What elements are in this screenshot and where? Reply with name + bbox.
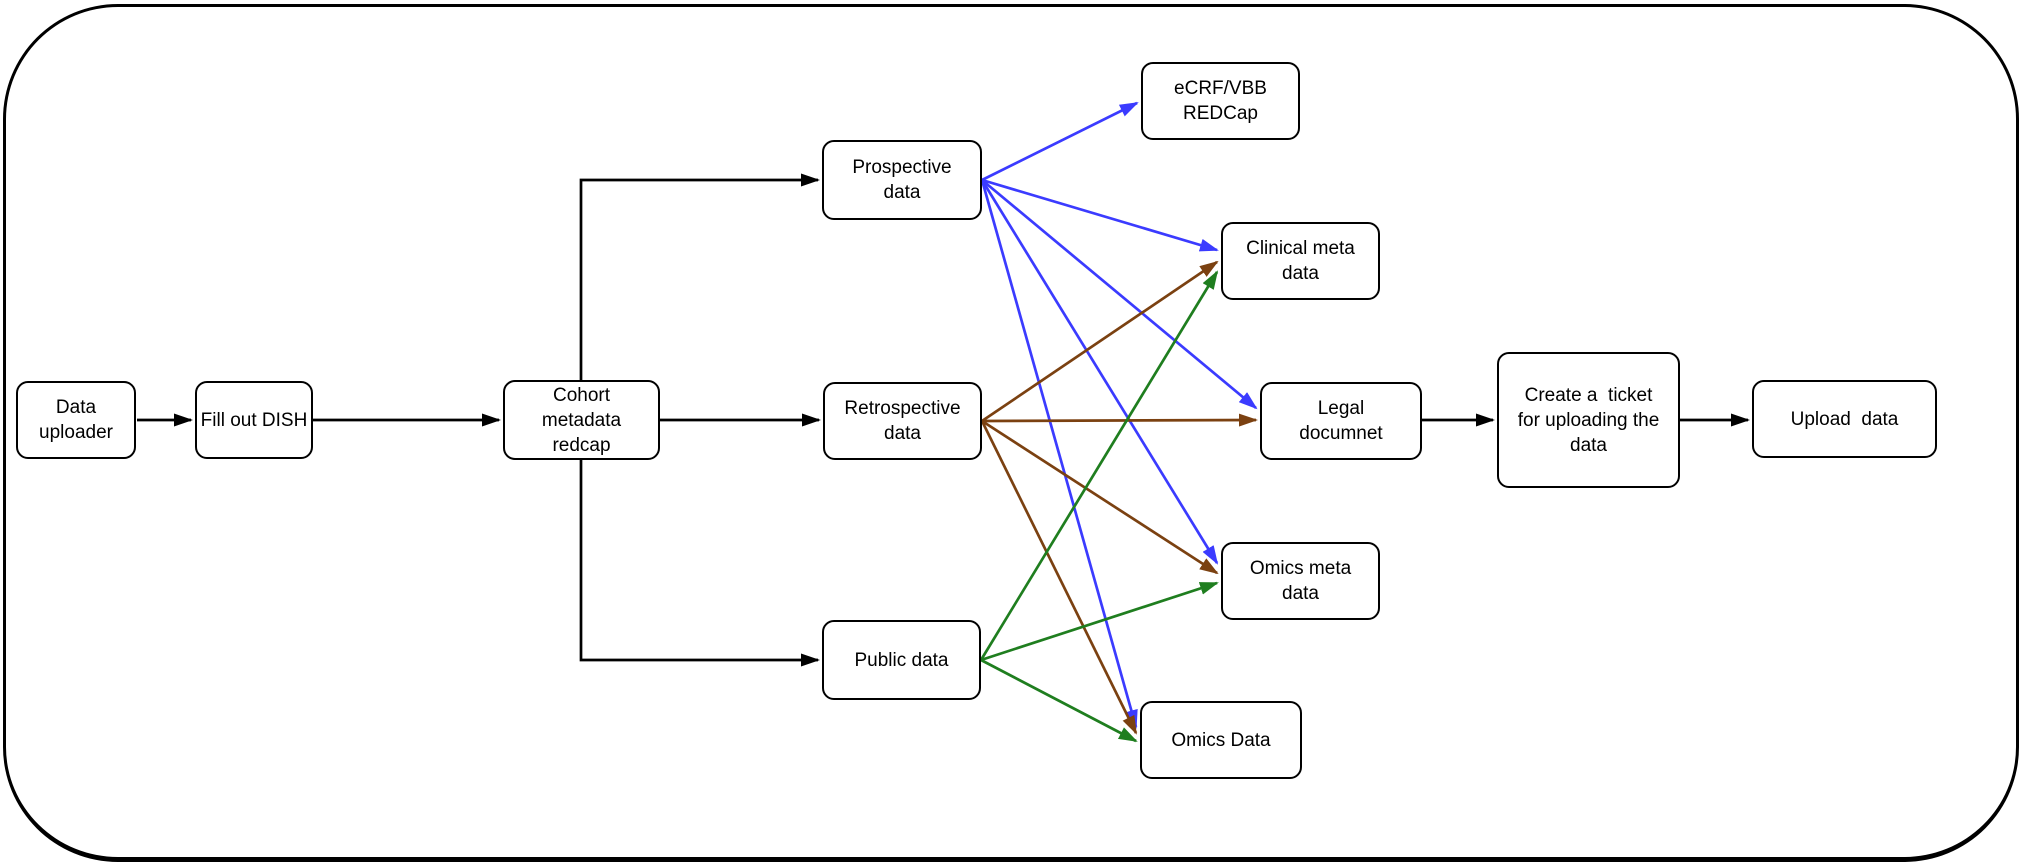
node-create-ticket[interactable]: Create a ticket for uploading the data [1497, 352, 1680, 488]
node-clinical-meta-data[interactable]: Clinical meta data [1221, 222, 1380, 300]
node-label: eCRF/VBB REDCap [1174, 78, 1267, 124]
node-label: Clinical meta data [1246, 238, 1355, 284]
edge-prospective-data-to-omics-meta-data [980, 179, 1219, 565]
node-omics-data[interactable]: Omics Data [1140, 701, 1302, 779]
node-label: Fill out DISH [200, 409, 308, 431]
node-label: Data uploader [39, 397, 113, 443]
node-label: Cohort metadata redcap [541, 384, 622, 456]
node-upload-data[interactable]: Upload data [1752, 380, 1937, 458]
node-label: Legal documnet [1299, 398, 1383, 444]
node-prospective-data[interactable]: Prospective data [822, 140, 982, 220]
node-cohort-metadata-redcap[interactable]: Cohort metadata redcap [503, 380, 660, 460]
node-label: Omics Data [1171, 729, 1271, 751]
edge-public-data-to-omics-meta-data [980, 581, 1219, 662]
edge-retrospective-data-to-omics-meta-data [981, 419, 1219, 575]
node-legal-documnet[interactable]: Legal documnet [1260, 382, 1422, 460]
node-fill-out-dish[interactable]: Fill out DISH [195, 381, 313, 459]
node-omics-meta-data[interactable]: Omics meta data [1221, 542, 1380, 620]
edge-prospective-data-to-clinical-meta-data [981, 178, 1219, 252]
edge-retrospective-data-to-omics-data [980, 420, 1138, 735]
node-label: Create a ticket for uploading the data [1517, 384, 1660, 456]
node-label: Public data [854, 649, 949, 671]
node-ecrf-vbb-redcap[interactable]: eCRF/VBB REDCap [1141, 62, 1300, 140]
edge-public-data-to-omics-data [980, 658, 1138, 743]
edge-prospective-data-to-ecrf-vbb-redcap [981, 101, 1139, 182]
edge-public-data-to-clinical-meta-data [979, 270, 1219, 661]
edge-prospective-data-to-legal-documnet [981, 178, 1258, 410]
node-label: Prospective data [852, 157, 952, 203]
node-label: Upload data [1790, 408, 1899, 430]
node-public-data[interactable]: Public data [822, 620, 981, 700]
edge-retrospective-data-to-legal-documnet [981, 413, 1258, 427]
node-label: Omics meta data [1249, 558, 1352, 604]
node-label: Retrospective data [844, 398, 961, 444]
node-retrospective-data[interactable]: Retrospective data [823, 382, 982, 460]
edge-cohort-metadata-redcap-to-public-data [579, 460, 820, 667]
edge-retrospective-data-to-clinical-meta-data [981, 260, 1219, 423]
edge-cohort-metadata-redcap-to-prospective-data [579, 173, 820, 380]
edge-prospective-data-to-omics-data [980, 179, 1138, 729]
node-data-uploader[interactable]: Data uploader [16, 381, 136, 459]
